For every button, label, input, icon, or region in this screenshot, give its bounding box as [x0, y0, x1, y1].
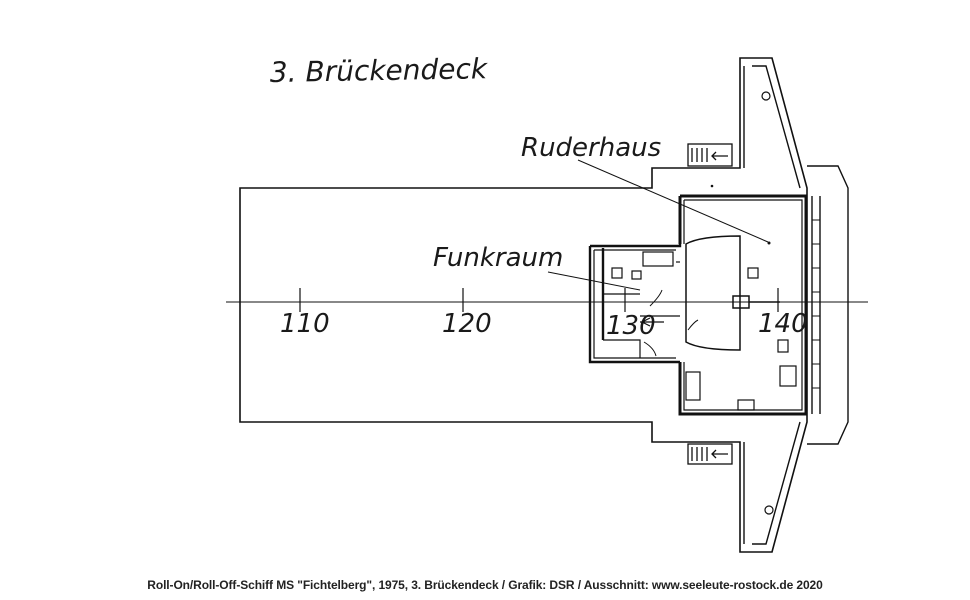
- label-radio-room: Funkraum: [433, 243, 563, 273]
- image-caption: Roll-On/Roll-Off-Schiff MS "Fichtelberg"…: [147, 578, 823, 592]
- wheelhouse-inner-walls: [683, 199, 803, 411]
- leader-radio-room: [547, 271, 641, 291]
- label-wheelhouse: Ruderhaus: [521, 133, 661, 163]
- deck-title: 3. Brückendeck: [270, 52, 490, 89]
- deck-marker-dot: [710, 184, 714, 188]
- frame-number-140: 140: [758, 309, 808, 339]
- frame-number-110: 110: [280, 309, 330, 339]
- door-swings: [643, 289, 699, 357]
- frame-number-130: 130: [606, 311, 656, 341]
- wheelhouse-walls: [678, 194, 808, 416]
- bridge-wings: [743, 65, 801, 545]
- deck-outline: [239, 57, 808, 553]
- arrow-radio-room: [640, 317, 664, 327]
- leader-wheelhouse: [577, 159, 769, 243]
- frame-number-120: 120: [442, 309, 492, 339]
- radio-room-walls: [588, 244, 682, 364]
- window-mullions: [812, 219, 820, 389]
- frame-ticks: [299, 288, 779, 312]
- wheelhouse-marker: [767, 241, 771, 245]
- radio-room-partitions: [593, 249, 797, 411]
- stairs-top: [687, 143, 733, 167]
- stairs-bottom: [687, 443, 733, 465]
- wing-portholes: [761, 91, 774, 515]
- front-window-bay: [807, 165, 849, 445]
- deck-plan-drawing: 3. Brückendeck: [226, 52, 868, 553]
